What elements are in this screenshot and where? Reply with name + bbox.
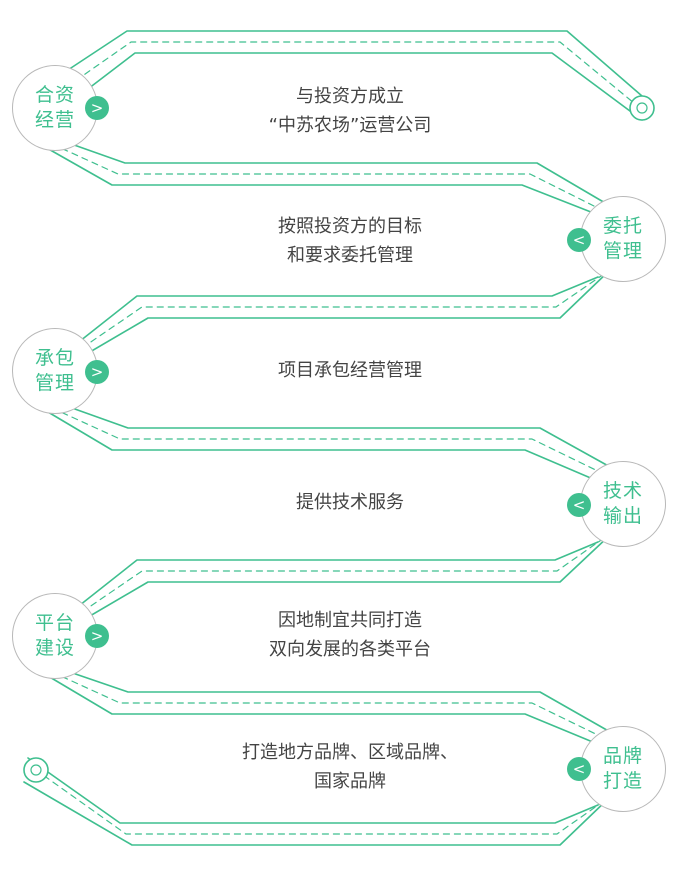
step-description-line: 项目承包经营管理 — [278, 360, 422, 381]
chevron-right-icon: > — [85, 360, 109, 384]
step-title-line-1: 合资 — [34, 84, 75, 106]
step-description-line: 国家品牌 — [314, 771, 386, 792]
step-title-line-1: 委托 — [602, 215, 643, 237]
step-description: 项目承包经营管理 — [170, 356, 530, 385]
step-title-line-2: 管理 — [602, 240, 643, 262]
step-node-platform-building: 平台 建设 — [12, 593, 98, 679]
step-description-line: 双向发展的各类平台 — [269, 639, 431, 660]
step-description: 提供技术服务 — [170, 488, 530, 517]
step-node-technology-export: 技术 输出 — [580, 461, 666, 547]
step-title-line-1: 平台 — [34, 612, 75, 634]
chevron-left-icon: < — [567, 493, 591, 517]
chevron-left-icon: < — [567, 228, 591, 252]
step-description-line: 与投资方成立 — [296, 86, 404, 107]
chevron-right-icon: > — [85, 96, 109, 120]
step-title-line-2: 建设 — [34, 637, 75, 659]
step-node-entrusted-management: 委托 管理 — [580, 196, 666, 282]
step-description-line: 提供技术服务 — [296, 492, 404, 513]
step-title-line-2: 打造 — [602, 770, 643, 792]
step-description-line: 和要求委托管理 — [287, 245, 413, 266]
step-title-line-2: 经营 — [34, 109, 75, 131]
step-node-brand-building: 品牌 打造 — [580, 726, 666, 812]
chevron-left-icon: < — [567, 757, 591, 781]
step-description: 因地制宜共同打造 双向发展的各类平台 — [170, 606, 530, 664]
step-title-line-2: 输出 — [602, 505, 643, 527]
step-title-line-1: 承包 — [34, 347, 75, 369]
step-title-line-1: 品牌 — [602, 745, 643, 767]
step-title-line-2: 管理 — [34, 372, 75, 394]
step-description-line: 因地制宜共同打造 — [278, 610, 422, 631]
step-title-line-1: 技术 — [602, 480, 643, 502]
step-node-contract-management: 承包 管理 — [12, 328, 98, 414]
chevron-right-icon: > — [85, 624, 109, 648]
step-description-line: “中苏农场”运营公司 — [268, 115, 432, 136]
step-description-line: 按照投资方的目标 — [278, 216, 422, 237]
step-node-joint-venture: 合资 经营 — [12, 65, 98, 151]
step-description: 打造地方品牌、区域品牌、 国家品牌 — [170, 738, 530, 796]
step-description: 按照投资方的目标 和要求委托管理 — [170, 212, 530, 270]
step-description: 与投资方成立 “中苏农场”运营公司 — [170, 82, 530, 140]
step-description-line: 打造地方品牌、区域品牌、 — [242, 742, 458, 763]
